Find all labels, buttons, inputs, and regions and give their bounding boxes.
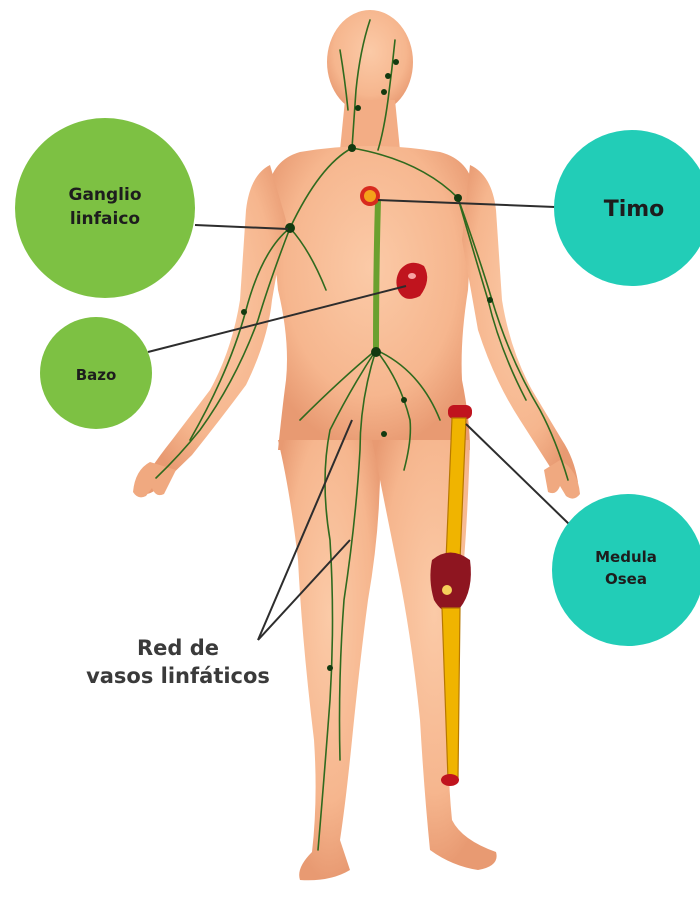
bubble-medula: Medula Osea [552, 494, 700, 646]
human-body [133, 10, 580, 880]
neck [340, 100, 400, 150]
caption-line2: vasos linfáticos [86, 664, 270, 688]
vessel-network-caption: Red de vasos linfáticos [86, 636, 270, 688]
bubble-bazo: Bazo [40, 317, 152, 429]
thoracic-duct [376, 200, 378, 350]
thymus [360, 186, 380, 206]
medula-label-line2: Osea [605, 570, 647, 588]
bubble-ganglio-circle [15, 118, 195, 298]
bubble-ganglio: Ganglio linfaico [15, 118, 195, 298]
bubble-timo: Timo [554, 130, 700, 286]
leg-right [372, 440, 497, 870]
timo-label: Timo [604, 197, 665, 222]
leg-left [278, 440, 380, 880]
ganglio-label-line1: Ganglio [68, 185, 141, 205]
caption-line1: Red de [137, 636, 219, 660]
ganglio-label-line2: linfaico [70, 209, 140, 229]
medula-label-line1: Medula [595, 548, 657, 566]
bazo-label: Bazo [76, 366, 117, 384]
head [327, 10, 413, 114]
